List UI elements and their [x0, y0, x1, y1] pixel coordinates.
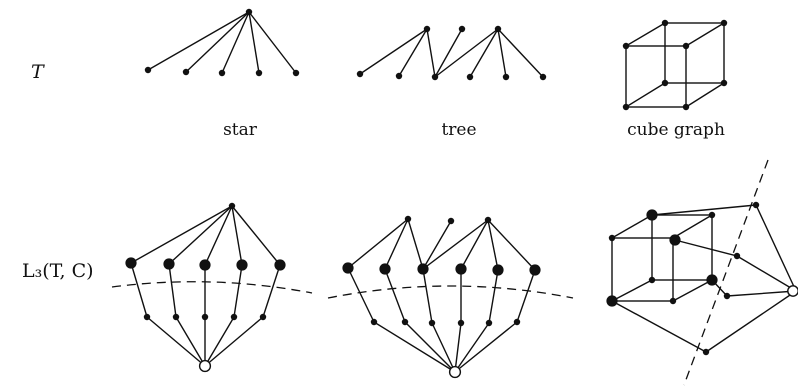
tree-graph	[356, 25, 547, 81]
cube-caption: cube graph	[627, 120, 725, 140]
cut-line-cube	[683, 159, 769, 386]
cut-line-star	[111, 281, 313, 294]
cube-lift-graph	[606, 159, 798, 386]
bottom-row-label: L₃(T, C)	[22, 260, 94, 282]
star-lift-graph	[111, 202, 313, 373]
cut-line-tree	[327, 285, 574, 299]
star-graph	[144, 8, 300, 77]
top-row-label: T	[31, 61, 44, 83]
tree-caption: tree	[441, 120, 477, 140]
cube-graph	[622, 19, 728, 111]
star-caption: star	[223, 120, 257, 140]
tree-lift-graph	[327, 215, 574, 379]
